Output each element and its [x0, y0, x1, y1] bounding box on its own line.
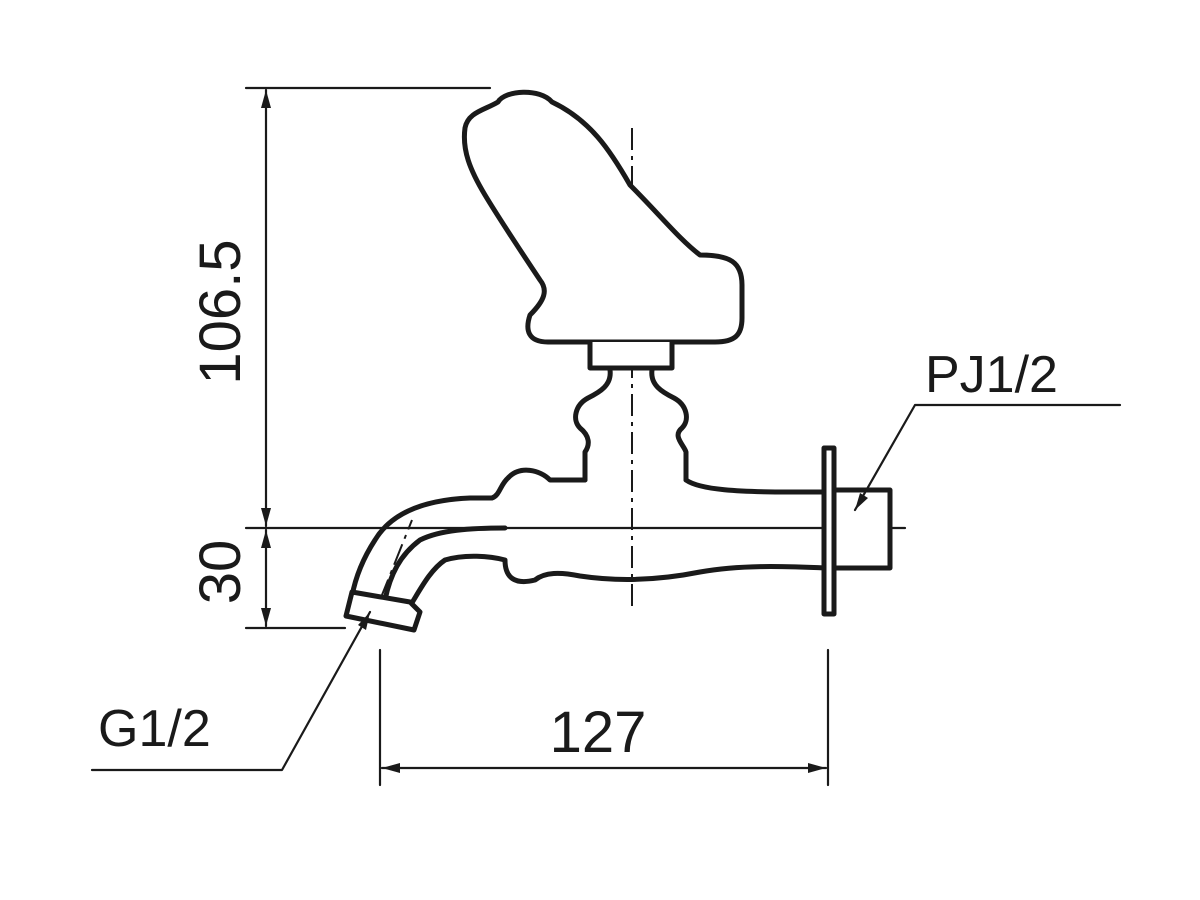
spout-center-line: [379, 519, 413, 601]
lever-handle: [461, 89, 745, 345]
inlet-leader-arrow: [855, 493, 868, 510]
inlet-thread-label: PJ1/2: [925, 346, 1058, 404]
drop-dimension-label: 30: [188, 540, 253, 605]
pipe-upper-edge: [349, 467, 829, 599]
height-dimension-label: 106.5: [188, 239, 253, 384]
drop-arrow-top: [261, 530, 271, 548]
inlet-thread: [831, 487, 893, 571]
valve-bonnet: [587, 339, 675, 371]
height-arrow-bottom: [261, 508, 271, 526]
outlet-leader-arrow: [358, 612, 370, 630]
outlet-leader-line: [90, 610, 372, 772]
height-arrow-top: [261, 90, 271, 108]
spout-inner-edge: [382, 525, 508, 603]
outlet-nut: [343, 589, 423, 633]
leader-lines: [90, 403, 1122, 772]
outlet-thread-label: G1/2: [98, 700, 211, 758]
extension-lines: [244, 86, 907, 787]
pipe-lower-edge: [407, 553, 829, 609]
valve-neck: [573, 367, 689, 483]
faucet-body: [343, 89, 893, 633]
length-dimension-label: 127: [550, 700, 647, 765]
dimension-lines: [261, 88, 828, 773]
length-arrow-right: [808, 763, 826, 773]
inlet-leader-line: [853, 403, 1122, 512]
length-arrow-left: [382, 763, 400, 773]
drop-arrow-bottom: [261, 608, 271, 626]
